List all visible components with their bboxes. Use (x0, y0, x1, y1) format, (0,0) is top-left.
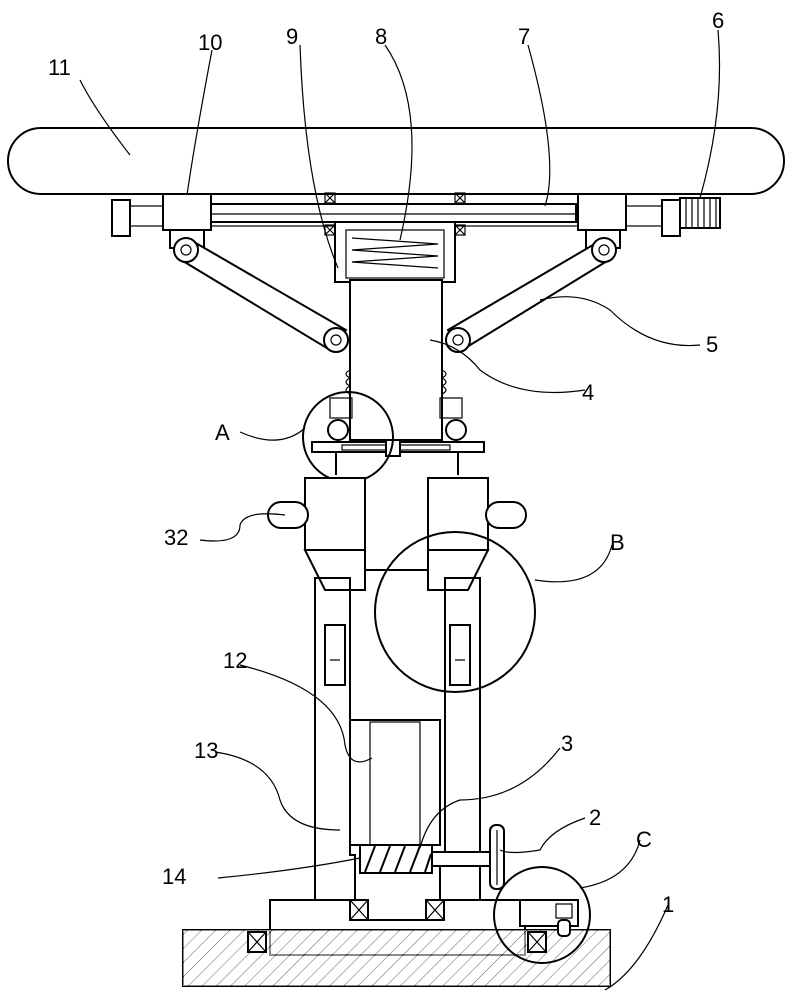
label-9: 9 (286, 24, 298, 49)
label-A: A (215, 420, 230, 445)
telescopic-column (345, 279, 447, 441)
bottom-bearings (349, 899, 445, 921)
detail-circle-b (374, 531, 536, 693)
label-7: 7 (518, 24, 530, 49)
label-32: 32 (164, 525, 188, 550)
leader-lines (79, 29, 721, 991)
label-C: C (636, 827, 652, 852)
linkage-arms (173, 237, 617, 353)
label-1: 1 (662, 892, 674, 917)
top-plate (7, 127, 785, 195)
label-3: 3 (561, 731, 573, 756)
label-5: 5 (706, 332, 718, 357)
label-11: 11 (48, 55, 71, 80)
label-13: 13 (194, 738, 218, 763)
label-6: 6 (712, 8, 724, 33)
label-12: 12 (223, 648, 247, 673)
label-2: 2 (589, 805, 601, 830)
base-column (314, 577, 481, 901)
motor (679, 197, 721, 229)
worm-gear (359, 824, 505, 890)
rail-bearings (324, 192, 466, 236)
spring-housing (334, 221, 456, 283)
label-14: 14 (162, 864, 186, 889)
detail-circle-c (493, 866, 591, 964)
label-8: 8 (375, 24, 387, 49)
label-B: B (610, 530, 625, 555)
grip-blocks (267, 477, 527, 591)
label-10: 10 (198, 30, 222, 55)
detail-a-mechanism (311, 397, 485, 475)
base-plate (182, 899, 611, 987)
label-4: 4 (582, 380, 594, 405)
detail-c-latch (519, 899, 579, 937)
lift-screw (349, 719, 441, 846)
